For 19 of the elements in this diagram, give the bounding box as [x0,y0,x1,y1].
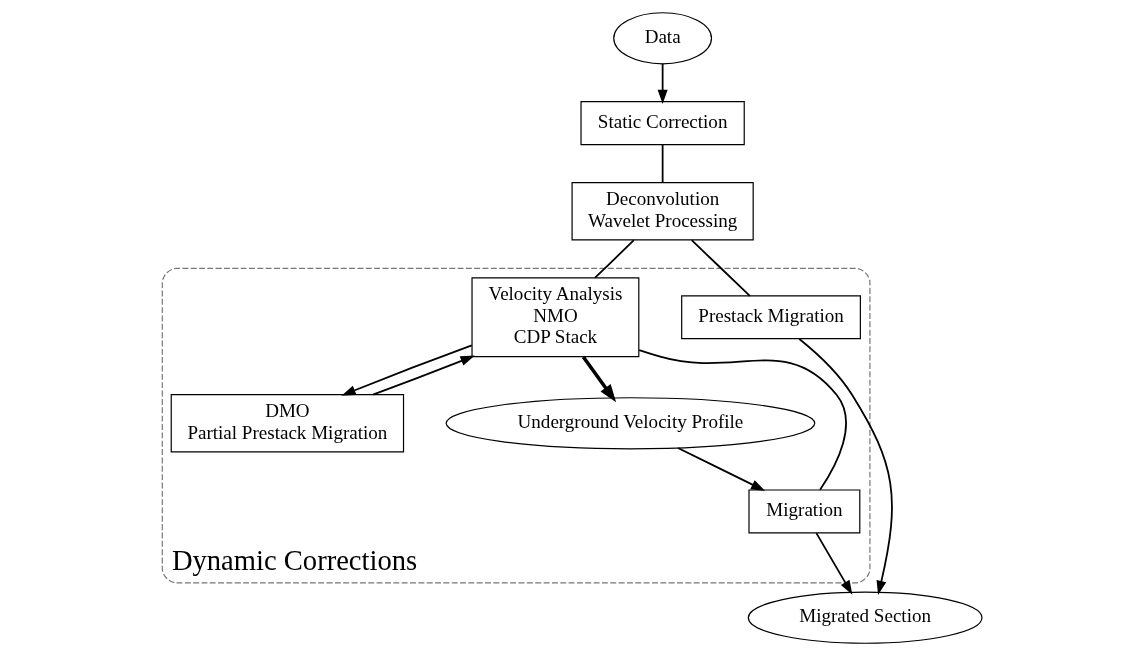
arrow [677,447,766,491]
arrow [815,532,853,595]
connector [661,143,664,184]
arrow [341,344,473,396]
node-box: Deconvolution Wavelet Processing [571,182,754,241]
arrow [372,355,475,396]
node-box: Prestack Migration [681,295,861,340]
node-box: Migration [748,489,861,534]
node-box: Static Correction [580,101,745,146]
node-ellipse: Data [613,12,713,65]
arrow [798,338,893,596]
connector [690,239,751,297]
arrow [657,62,668,105]
node-ellipse: Migrated Section [747,591,983,644]
node-box: Velocity Analysis NMO CDP Stack [471,277,640,358]
connector [638,349,847,491]
node-box: DMO Partial Prestack Migration [170,394,405,453]
node-ellipse: Underground Velocity Profile [445,397,816,450]
arrow [581,356,617,403]
